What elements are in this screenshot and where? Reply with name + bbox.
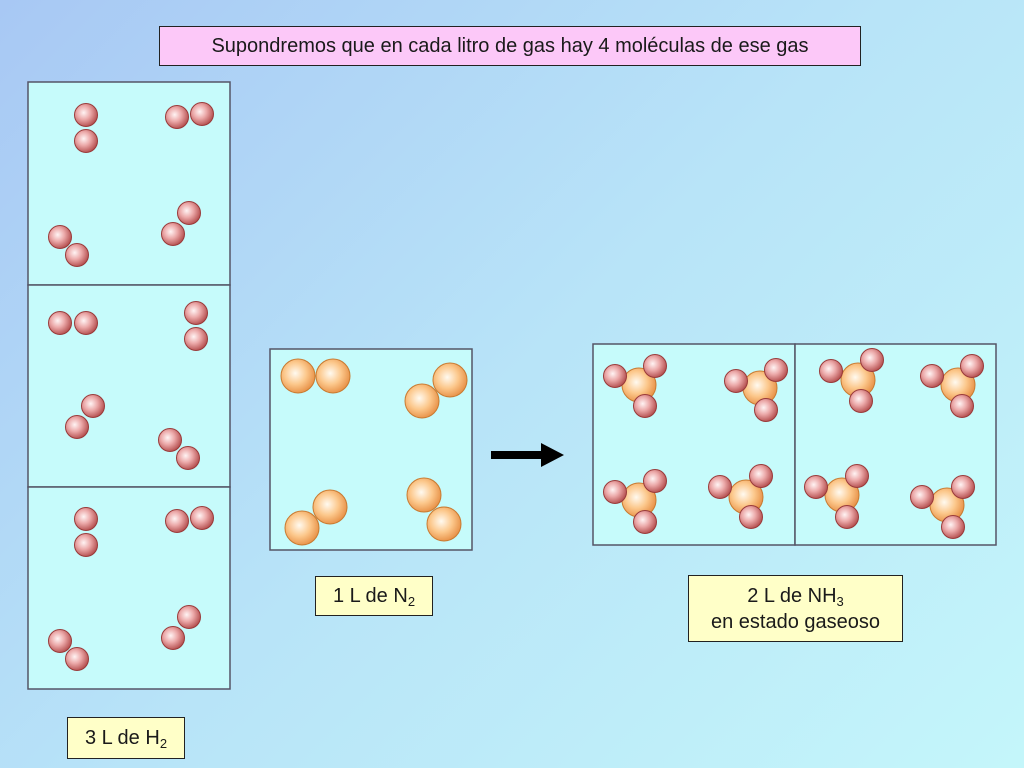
n2-volume-group <box>269 348 473 551</box>
nitrogen-atom <box>432 362 468 398</box>
nh3-label-text: 2 L de NH <box>747 585 837 607</box>
h2-molecule <box>165 102 214 129</box>
hydrogen-atom <box>65 415 89 439</box>
hydrogen-atom <box>65 647 89 671</box>
hydrogen-atom <box>184 301 208 325</box>
hydrogen-atom <box>165 105 189 129</box>
hydrogen-atom <box>643 354 667 378</box>
hydrogen-atom <box>603 480 627 504</box>
nitrogen-atom <box>284 510 320 546</box>
h2-molecule <box>65 394 105 439</box>
hydrogen-atom <box>633 510 657 534</box>
h2-molecule <box>74 103 98 153</box>
hydrogen-atom <box>74 507 98 531</box>
n2-molecule <box>280 358 351 394</box>
hydrogen-atom <box>860 348 884 372</box>
n2-molecules <box>280 358 468 546</box>
h2-molecule <box>184 301 208 351</box>
h2-molecule <box>48 225 89 267</box>
nitrogen-atom <box>312 489 348 525</box>
h2-molecule <box>161 605 201 650</box>
hydrogen-atom <box>184 327 208 351</box>
h2-molecule <box>158 428 200 470</box>
h2-molecules <box>48 102 214 671</box>
nitrogen-atom <box>315 358 351 394</box>
h2-molecule <box>48 629 89 671</box>
assumption-title: Supondremos que en cada litro de gas hay… <box>159 26 861 66</box>
h2-molecule <box>165 506 214 533</box>
h2-label-subscript: 2 <box>159 736 168 751</box>
hydrogen-atom <box>81 394 105 418</box>
nh3-volume-group <box>592 343 997 546</box>
hydrogen-atom <box>48 311 72 335</box>
hydrogen-atom <box>48 225 72 249</box>
hydrogen-atom <box>849 389 873 413</box>
hydrogen-atom <box>960 354 984 378</box>
h2-label-text: 3 L de H <box>84 727 160 749</box>
nh3-molecule <box>708 464 773 529</box>
n2-molecule <box>404 362 468 419</box>
n2-molecule <box>406 477 462 542</box>
hydrogen-atom <box>190 506 214 530</box>
hydrogen-atom <box>819 359 843 383</box>
hydrogen-atom <box>603 364 627 388</box>
nitrogen-atom <box>426 506 462 542</box>
hydrogen-atom <box>724 369 748 393</box>
n2-volume-label: 1 L de N2 <box>315 576 433 616</box>
nh3-label-state: en estado gaseoso <box>710 611 881 633</box>
nh3-molecule <box>804 464 869 529</box>
h2-molecule <box>74 507 98 557</box>
hydrogen-atom <box>74 533 98 557</box>
h2-volume-label: 3 L de H2 <box>67 717 185 759</box>
nh3-molecule <box>910 475 975 539</box>
hydrogen-atom <box>74 129 98 153</box>
nh3-molecule <box>920 354 984 418</box>
hydrogen-atom <box>74 311 98 335</box>
hydrogen-atom <box>633 394 657 418</box>
nh3-molecule <box>603 469 667 534</box>
hydrogen-atom <box>708 475 732 499</box>
hydrogen-atom <box>764 358 788 382</box>
hydrogen-atom <box>158 428 182 452</box>
nh3-label-subscript: 3 <box>836 594 844 609</box>
hydrogen-atom <box>161 626 185 650</box>
hydrogen-atom <box>835 505 859 529</box>
hydrogen-atom <box>739 505 763 529</box>
hydrogen-atom <box>941 515 965 539</box>
nitrogen-atom <box>406 477 442 513</box>
hydrogen-atom <box>176 446 200 470</box>
hydrogen-atom <box>910 485 934 509</box>
hydrogen-atom <box>920 364 944 388</box>
hydrogen-atom <box>65 243 89 267</box>
nh3-molecules <box>603 348 984 539</box>
n2-label-subscript: 2 <box>407 594 416 609</box>
hydrogen-atom <box>951 475 975 499</box>
hydrogen-atom <box>749 464 773 488</box>
h2-volume-group <box>27 81 231 690</box>
hydrogen-atom <box>165 509 189 533</box>
nh3-molecule <box>819 348 884 413</box>
hydrogen-atom <box>74 103 98 127</box>
nitrogen-atom <box>404 383 440 419</box>
nitrogen-atom <box>280 358 316 394</box>
hydrogen-atom <box>190 102 214 126</box>
nh3-molecule <box>724 358 788 422</box>
hydrogen-atom <box>643 469 667 493</box>
hydrogen-atom <box>950 394 974 418</box>
n2-molecule <box>284 489 348 546</box>
hydrogen-atom <box>161 222 185 246</box>
arrow-right-icon <box>491 443 564 467</box>
h2-molecule <box>161 201 201 246</box>
hydrogen-atom <box>177 605 201 629</box>
n2-label-text: 1 L de N <box>332 585 408 607</box>
hydrogen-atom <box>48 629 72 653</box>
hydrogen-atom <box>754 398 778 422</box>
nh3-volume-label: 2 L de NH3 en estado gaseoso <box>688 575 903 642</box>
hydrogen-atom <box>177 201 201 225</box>
hydrogen-atom <box>804 475 828 499</box>
nh3-molecule <box>603 354 667 418</box>
hydrogen-atom <box>845 464 869 488</box>
h2-molecule <box>48 311 98 335</box>
